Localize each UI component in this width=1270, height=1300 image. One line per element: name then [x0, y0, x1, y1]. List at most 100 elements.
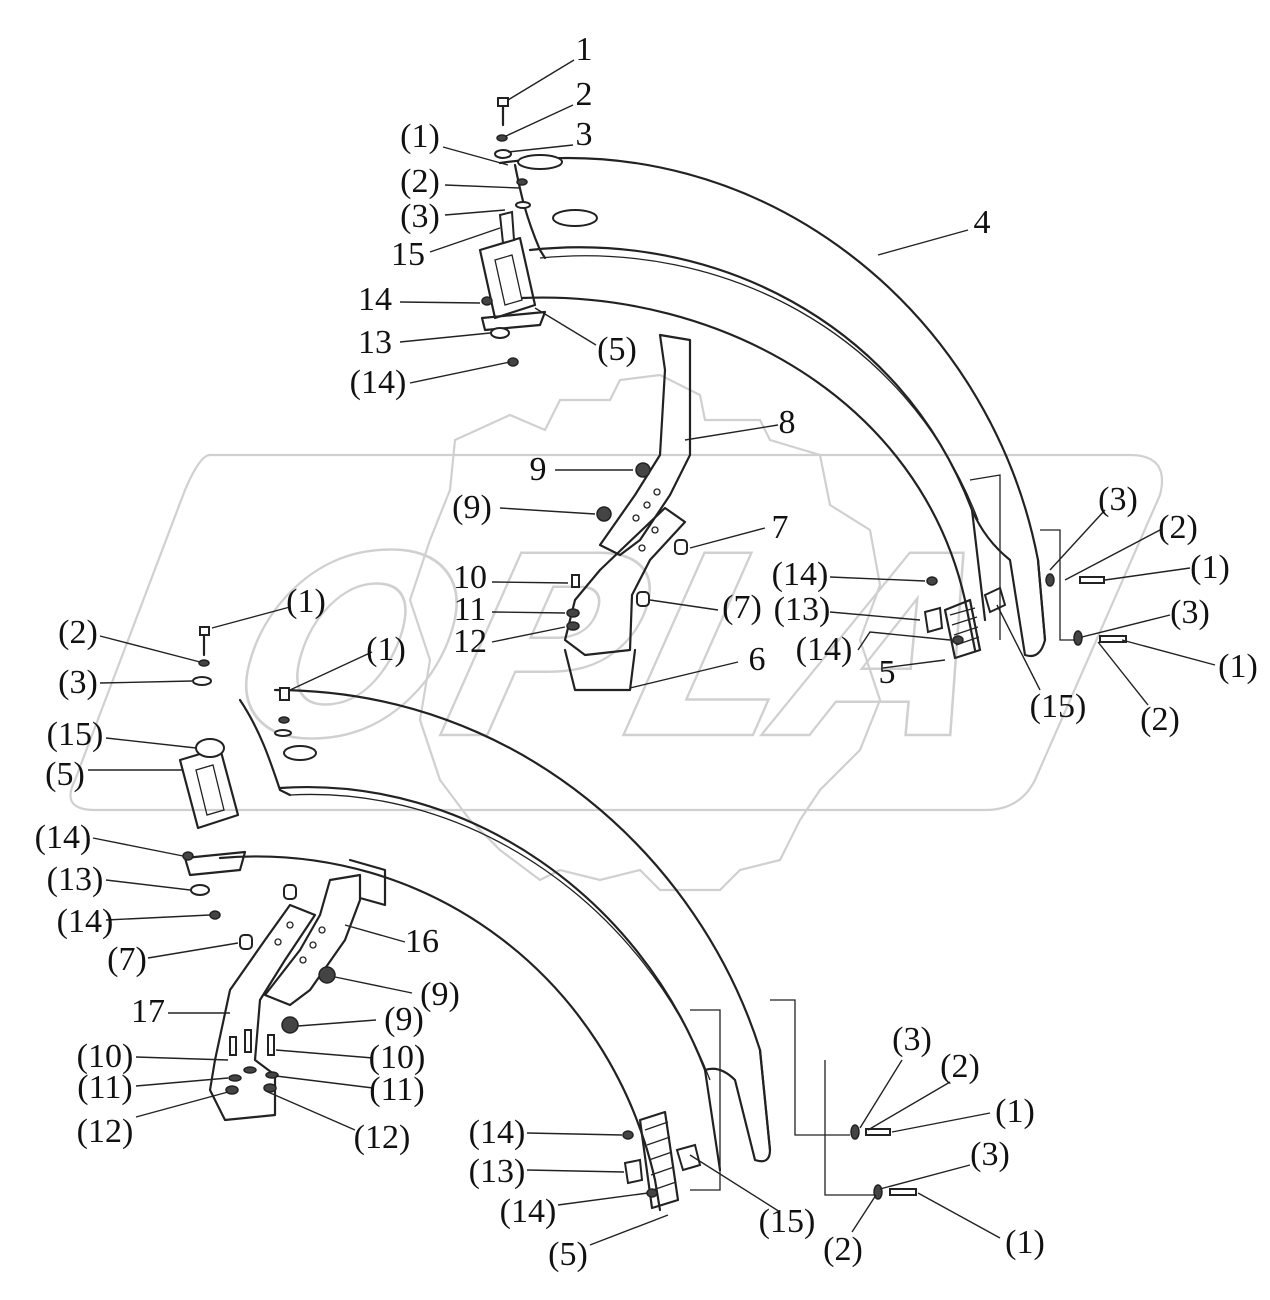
lower-fender-rib [289, 793, 711, 1081]
label-lower-bolt-10b: (10) [369, 1039, 426, 1076]
label-lower-tail-bolt-b: (1) [1005, 1224, 1045, 1261]
lower-rear-plate-hatch [644, 1121, 677, 1191]
lower-tail-bolt [865, 1128, 891, 1136]
upper-rear-slotted-plate [943, 598, 982, 660]
lower-washer-11 [228, 1074, 242, 1082]
lower-hardware [182, 626, 292, 920]
spring-washer-2 [496, 134, 508, 142]
label-lower-bracket: (5) [45, 756, 85, 793]
label-upper-rear-nut-b: (14) [796, 631, 853, 668]
upper-fender-rib [539, 255, 979, 521]
bracket-17-outline [208, 903, 317, 1122]
arm-17-bush [281, 1016, 299, 1034]
label-upper-tail-bolt: (1) [1190, 549, 1230, 586]
upper-rear-plate-hatch [949, 607, 980, 646]
label-lower-spacer: (15) [47, 716, 104, 753]
lower-fender-tail [703, 1048, 772, 1163]
lower-support-arm [208, 858, 387, 1122]
lower-spring-washer [198, 659, 210, 667]
upper-fender [498, 157, 1047, 658]
upper-fender-top-bracket [478, 154, 598, 332]
arm-8-hole-c [632, 514, 640, 522]
nut-14 [481, 296, 493, 306]
lower-fender-inner-edge [278, 785, 722, 1172]
arm-16-hole-c [299, 956, 307, 964]
arm-9-bush [596, 506, 612, 522]
lower-nut-14b [209, 910, 221, 920]
flat-washer-3b [515, 201, 531, 209]
label-lower-rear-washer: (13) [469, 1153, 526, 1190]
label-lower-nut-12: (12) [77, 1113, 134, 1150]
upper-slotted-bracket [478, 236, 537, 320]
label-lower-bush: (9) [420, 976, 460, 1013]
lower-bolt-1 [199, 626, 210, 636]
upper-top-washer-plate [517, 154, 563, 170]
label-upper-rear-spacer: (15) [1030, 688, 1087, 725]
label-17: 17 [131, 993, 165, 1030]
lower-rear-mount [622, 999, 917, 1210]
upper-fender-tail [970, 508, 1047, 658]
label-10: 10 [453, 559, 487, 596]
lower-top-strap [238, 698, 292, 797]
lower-bolt-10 [229, 1036, 237, 1056]
lower-bracket-slot [195, 764, 225, 816]
flat-washer-3 [494, 149, 512, 159]
label-14: 14 [358, 281, 392, 318]
label-lower-bolt-10: (10) [77, 1038, 134, 1075]
lower-bolt-7 [283, 884, 297, 900]
lower-rear-slotted-plate [638, 1110, 680, 1210]
watermark: OPLA [69, 373, 1164, 892]
washer-11 [566, 608, 580, 618]
label-lower-nut-b: (14) [57, 903, 114, 940]
label-upper-spring-washer: (2) [400, 163, 440, 200]
lower-spacer-15 [195, 738, 225, 758]
lower-fender-face [218, 855, 662, 1212]
label-upper-rear-nut: (14) [772, 556, 829, 593]
lower-bolt-1b [279, 687, 290, 701]
label-lower-bolt-7: (7) [107, 941, 147, 978]
label-lower-tail-washer-b: (3) [970, 1136, 1010, 1173]
bracket-6-outline [563, 506, 687, 657]
upper-rear-nut [926, 576, 938, 586]
label-4: 4 [974, 204, 991, 241]
lower-washer-13 [190, 884, 210, 896]
watermark-ring [69, 453, 1164, 812]
lower-bolt-10b [244, 1029, 252, 1053]
label-7: 7 [772, 509, 789, 546]
label-lower-tail-spring-b: (2) [823, 1231, 863, 1268]
lower-rear-links [690, 999, 875, 1196]
lower-fender-outer-edge [273, 688, 772, 1152]
label-upper-nut: (14) [350, 364, 407, 401]
lower-flat-washer-b [274, 729, 292, 737]
label-upper-bracket: (5) [597, 331, 637, 368]
upper-rear-washer [923, 606, 944, 634]
bracket-6-hole-b [638, 544, 646, 552]
label-upper-flat-washer: (3) [400, 198, 440, 235]
bracket-6-hole-a [651, 526, 659, 534]
lower-spring-washer-b [278, 716, 290, 724]
lower-washer-11c [265, 1071, 279, 1079]
label-6: 6 [749, 641, 766, 678]
label-upper-rear-washer: (13) [774, 591, 831, 628]
label-lower-bolt-b: (1) [366, 631, 406, 668]
upper-bracket-slot [494, 254, 523, 306]
label-lower-nut: (14) [35, 819, 92, 856]
lower-rear-nut [622, 1130, 634, 1140]
label-16: 16 [405, 923, 439, 960]
bolt-7b [636, 591, 650, 607]
arm-16-bush [318, 966, 336, 984]
label-lower-washer: (13) [47, 861, 104, 898]
label-upper-tail-spring: (2) [1158, 509, 1198, 546]
bracket-17-hole-b [274, 938, 282, 946]
label-13: 13 [358, 324, 392, 361]
leader-lines [88, 59, 1216, 1246]
label-upper-tail-washer-b: (3) [1170, 594, 1210, 631]
label-lower-rear-nut: (14) [469, 1114, 526, 1151]
label-upper-bush: (9) [452, 489, 492, 526]
spring-washer-2b [516, 178, 528, 186]
bracket-6-foot [563, 648, 637, 692]
arm-16-hole-b [309, 941, 317, 949]
lower-bolt-10c [267, 1034, 275, 1056]
